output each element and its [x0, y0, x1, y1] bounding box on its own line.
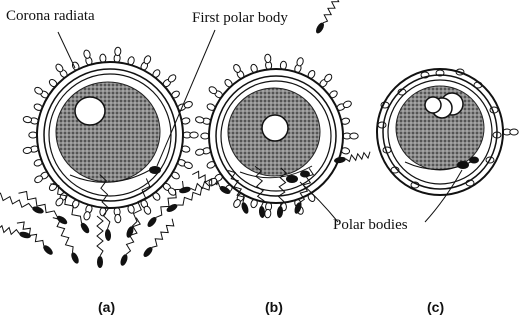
panel-b-sperm-head — [240, 201, 250, 214]
panel-b-sperm-tail — [323, 0, 339, 23]
polar-body-2-c — [469, 157, 479, 164]
panel-a-sperm-head — [165, 202, 178, 213]
polar-body-1-b — [286, 175, 298, 183]
corona-a-cell — [23, 116, 32, 123]
corona-a-cell — [190, 132, 198, 138]
panel-c — [377, 69, 518, 195]
corona-b-cell — [201, 133, 209, 139]
panel-b-sperm-head — [334, 156, 347, 164]
panel-a-sperm-head — [119, 253, 129, 266]
panel-a-sperm-head — [178, 186, 191, 195]
corona-b-cell — [223, 78, 233, 88]
corona-radiata-label: Corona radiata — [6, 8, 95, 24]
corona-a-cell — [29, 132, 37, 138]
polar-bodies-leader-c — [425, 170, 462, 222]
panel-caption-c: (c) — [427, 299, 444, 315]
panel-caption-b: (b) — [265, 299, 283, 315]
corona-a-cell — [83, 211, 91, 221]
corona-a-cell — [183, 161, 193, 170]
corona-a-cell — [48, 78, 58, 88]
panel-a-sperm-head — [70, 251, 81, 264]
panel-a-sperm-tail — [152, 219, 174, 248]
panel-a-sperm-tail — [177, 182, 210, 205]
panel-b-sperm-head — [258, 206, 265, 218]
corona-a-cell — [48, 182, 58, 192]
panel-caption-a: (a) — [98, 299, 115, 315]
panel-a-sperm-head — [104, 229, 111, 241]
ovum-cytoplasm-a — [56, 82, 160, 182]
corona-b-cell — [195, 116, 204, 124]
corona-b-cell — [350, 133, 358, 139]
panel-a — [0, 47, 219, 268]
ovum-nucleus-a — [75, 97, 105, 125]
corona-a-cell — [114, 214, 121, 223]
corona-b-cell — [296, 57, 304, 67]
panel-b-sperm-head — [314, 21, 325, 34]
corona-a-cell — [83, 49, 91, 59]
first-polar-body-shape-a — [149, 166, 161, 174]
corona-b-cell — [264, 209, 271, 218]
corona-c-cell — [510, 129, 518, 135]
panel-a-sperm-head — [97, 256, 103, 268]
corona-b-cell — [195, 148, 204, 156]
ovum-nucleus-b — [262, 115, 288, 141]
panel-b-sperm-tail — [346, 152, 370, 162]
panel-a-sperm-head — [31, 205, 44, 215]
corona-radiata-leader — [58, 32, 75, 68]
corona-a-cell — [114, 47, 121, 56]
polar-body-1-c — [457, 161, 469, 169]
corona-a-cell — [23, 147, 32, 154]
panel-a-sperm-head — [79, 221, 91, 234]
panel-b — [192, 0, 370, 218]
pronucleus-left-c — [425, 97, 441, 113]
sperm-group-a — [0, 175, 219, 269]
panel-a-sperm-tail — [0, 224, 19, 235]
corona-c-cell — [378, 122, 386, 128]
polar-bodies-label: Polar bodies — [333, 217, 408, 233]
panel-a-sperm-head — [55, 214, 68, 226]
corona-b-cell — [264, 54, 271, 63]
panel-a-sperm-tail — [97, 216, 103, 256]
first-polar-body-label: First polar body — [192, 10, 288, 26]
